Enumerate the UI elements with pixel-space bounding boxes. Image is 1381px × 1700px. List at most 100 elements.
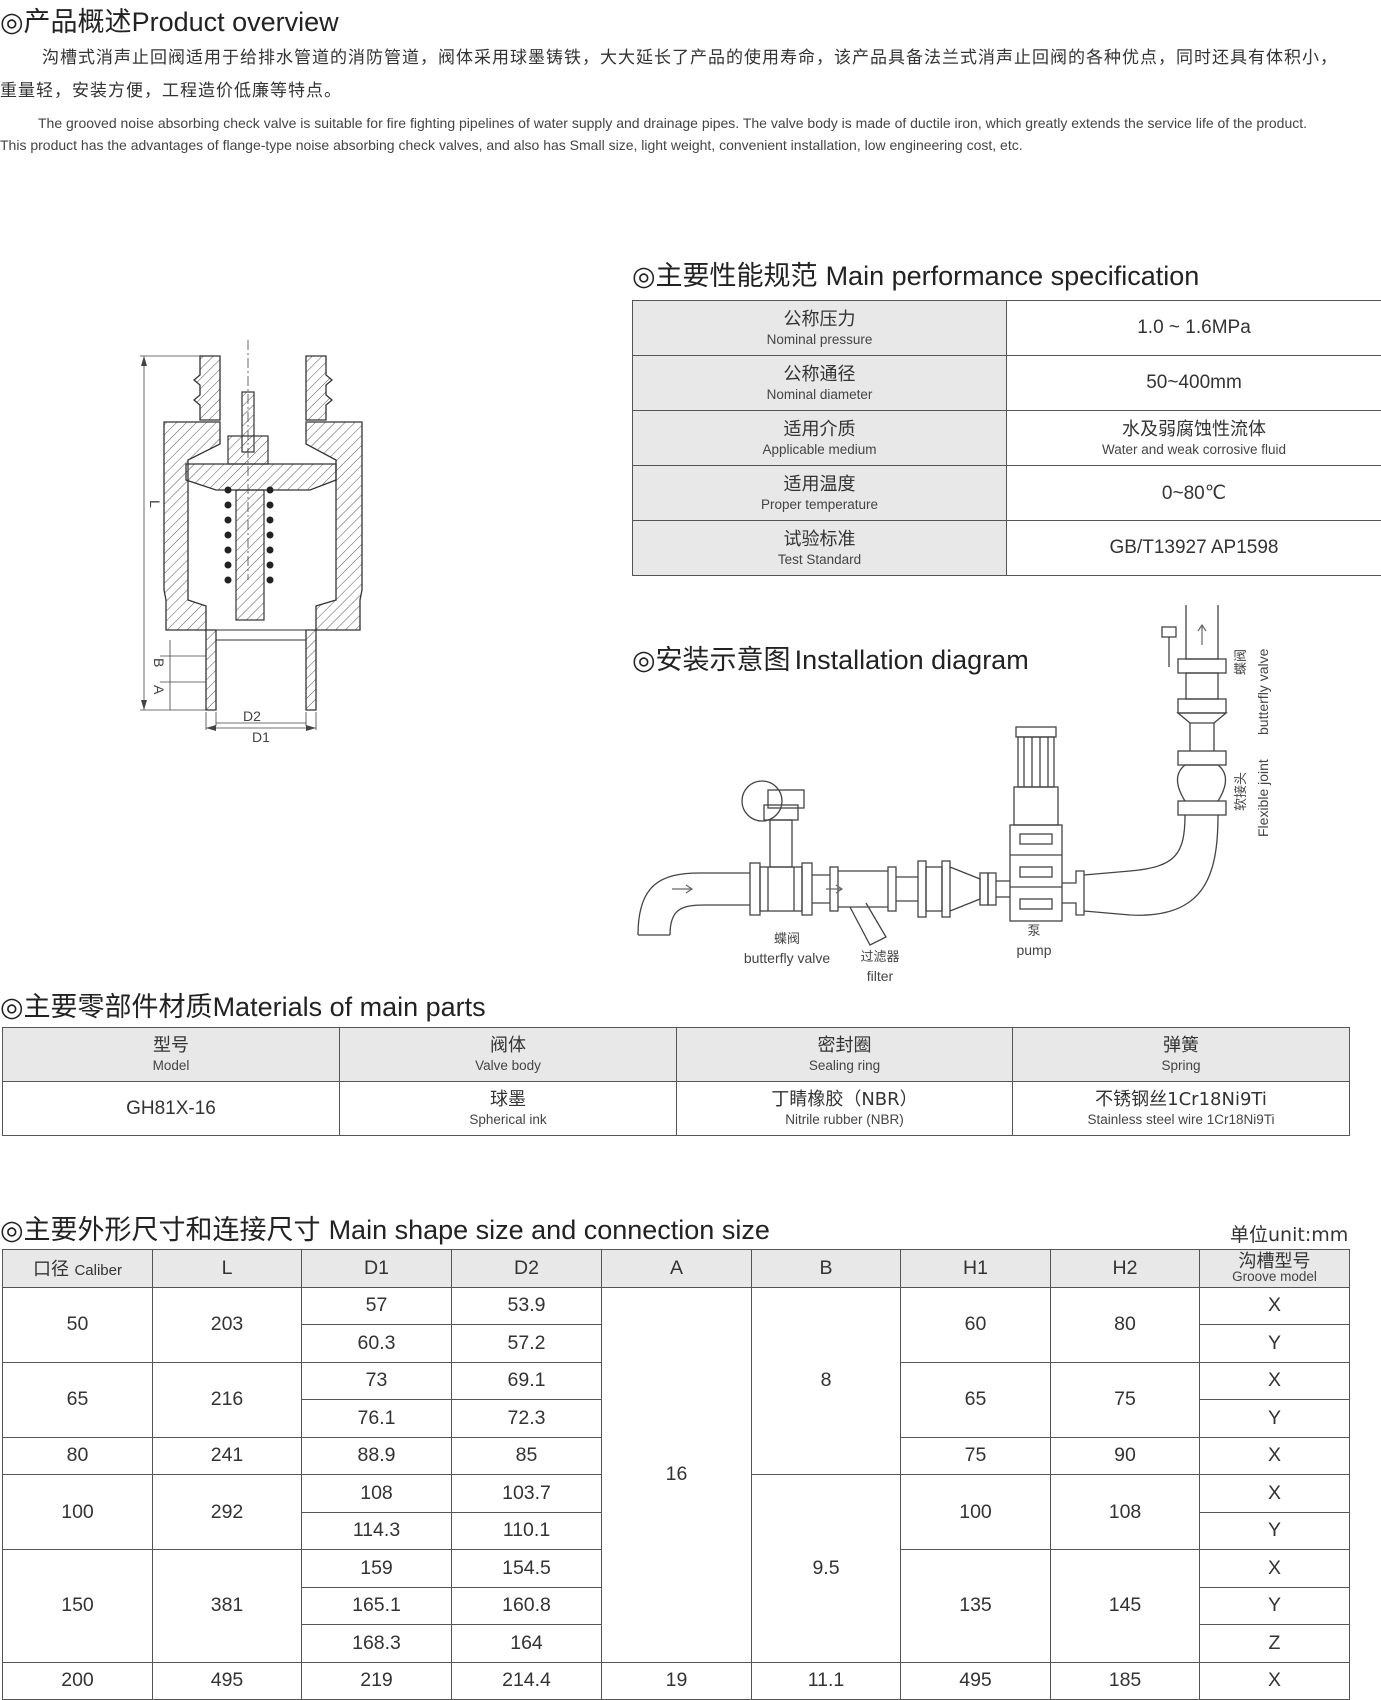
table-cell: Stainless steel wire 1Cr18Ni9Ti xyxy=(1013,1111,1349,1128)
pump-label-zh: 泵 xyxy=(1027,924,1040,939)
table-cell: 185 xyxy=(1051,1662,1200,1700)
table-cell: Sealing ring xyxy=(677,1057,1012,1074)
h-D1: D1 xyxy=(302,1250,452,1288)
spec-value: 1.0 ~ 1.6MPa xyxy=(1007,301,1381,356)
dim-B-label: B xyxy=(151,658,167,667)
table-cell: 135 xyxy=(901,1550,1051,1663)
dim-L-label: L xyxy=(147,500,163,508)
table-cell: Nitrile rubber (NBR) xyxy=(677,1111,1012,1128)
table-cell: Water and weak corrosive fluid xyxy=(1007,441,1381,458)
table-cell: Y xyxy=(1200,1512,1350,1550)
table-cell: 适用介质 xyxy=(633,419,1006,441)
model-cell: GH81X-16 xyxy=(3,1082,340,1136)
spec-value: 0~80℃ xyxy=(1007,466,1381,521)
table-cell: Proper temperature xyxy=(633,496,1006,513)
overview-paragraph-zh: 沟槽式消声止回阀适用于给排水管道的消防管道，阀体采用球墨铸铁，大大延长了产品的使… xyxy=(0,42,1345,108)
table-cell: 200 xyxy=(3,1662,153,1700)
filter-label-zh: 过滤器 xyxy=(860,950,899,965)
table-cell: Y xyxy=(1200,1400,1350,1438)
table-cell: Groove model xyxy=(1200,1270,1349,1284)
table-cell: 不锈钢丝1Cr18Ni9Ti xyxy=(1013,1089,1349,1111)
filter-label-en: filter xyxy=(867,968,894,984)
table-cell: 103.7 xyxy=(452,1475,602,1513)
table-cell: X xyxy=(1200,1437,1350,1475)
table-cell: 88.9 xyxy=(302,1437,452,1475)
table-cell: ◎主要外形尺寸和连接尺寸 xyxy=(0,1215,321,1246)
table-cell: Valve body xyxy=(340,1057,676,1074)
table-cell: Main shape size and connection size xyxy=(329,1215,770,1245)
table-cell: 丁睛橡胶（NBR） xyxy=(677,1089,1012,1111)
table-cell: X xyxy=(1200,1475,1350,1513)
table-cell: 203 xyxy=(153,1287,302,1362)
h-A: A xyxy=(602,1250,752,1288)
table-cell: Spherical ink xyxy=(340,1111,676,1128)
table-cell: 9.5 xyxy=(752,1475,901,1663)
table-cell: 495 xyxy=(153,1662,302,1700)
table-cell: Applicable medium xyxy=(633,441,1006,458)
table-cell: 110.1 xyxy=(452,1512,602,1550)
table-cell: 75 xyxy=(901,1437,1051,1475)
table-cell: 90 xyxy=(1051,1437,1200,1475)
table-cell: Caliber xyxy=(74,1262,122,1279)
table-cell: Nominal diameter xyxy=(633,386,1006,403)
table-cell: 160.8 xyxy=(452,1587,602,1625)
bv2-label-zh: 蝶阀 xyxy=(1234,649,1249,675)
table-cell: X xyxy=(1200,1362,1350,1400)
table-cell: 公称通径 xyxy=(633,364,1006,386)
h-B: B xyxy=(752,1250,901,1288)
table-cell: Model xyxy=(3,1057,339,1074)
table-cell: 口径 xyxy=(33,1259,69,1280)
table-cell: Y xyxy=(1200,1587,1350,1625)
table-cell: 阀体 xyxy=(340,1035,676,1057)
table-cell: Nominal pressure xyxy=(633,331,1006,348)
unit-label: 单位unit:mm xyxy=(1230,1220,1348,1247)
table-cell: 57 xyxy=(302,1287,452,1325)
dim-A-label: A xyxy=(151,685,167,695)
table-cell: 100 xyxy=(901,1475,1051,1550)
table-cell: 154.5 xyxy=(452,1550,602,1588)
table-cell: Y xyxy=(1200,1325,1350,1363)
table-cell: 73 xyxy=(302,1362,452,1400)
table-cell: 57.2 xyxy=(452,1325,602,1363)
table-cell: X xyxy=(1200,1550,1350,1588)
table-cell: 108 xyxy=(302,1475,452,1513)
dim-D1-label: D1 xyxy=(252,729,270,745)
spec-heading: ◎主要性能规范 Main performance specification xyxy=(632,254,1199,293)
table-cell: 50 xyxy=(3,1287,153,1362)
table-cell: Test Standard xyxy=(633,551,1006,568)
table-cell: 381 xyxy=(153,1550,302,1663)
table-cell: 球墨 xyxy=(340,1089,676,1111)
table-cell: Main performance specification xyxy=(826,261,1200,291)
table-cell: 16 xyxy=(602,1287,752,1662)
table-cell: 214.4 xyxy=(452,1662,602,1700)
table-cell: Materials of main parts xyxy=(213,992,486,1022)
table-cell: X xyxy=(1200,1662,1350,1700)
bv1-label-zh: 蝶阀 xyxy=(774,932,800,947)
table-cell: ◎主要性能规范 xyxy=(632,261,818,292)
table-cell: 108 xyxy=(1051,1475,1200,1550)
fj-label-en: Flexible joint xyxy=(1255,759,1271,837)
table-cell: 53.9 xyxy=(452,1287,602,1325)
valve-d1-dimension: D1 xyxy=(190,720,340,750)
table-cell: 145 xyxy=(1051,1550,1200,1663)
table-cell: 80 xyxy=(1051,1287,1200,1362)
bv1-label-en: butterfly valve xyxy=(744,950,831,966)
table-cell: Product overview xyxy=(132,7,339,37)
